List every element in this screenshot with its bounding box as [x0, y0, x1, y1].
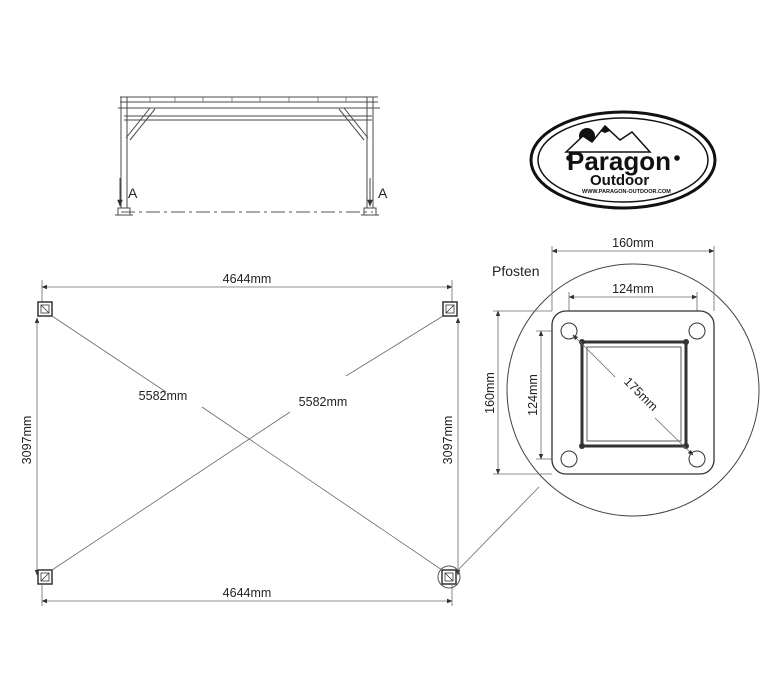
post-top-right	[442, 301, 458, 317]
post-bottom-left	[37, 569, 53, 585]
diagonal-1-seg-a	[51, 315, 167, 393]
bolt-hole	[688, 322, 706, 340]
post-bottom-right	[437, 565, 461, 589]
diagonal-2-seg-a	[345, 315, 444, 377]
mountain-icon	[564, 124, 652, 153]
post-top-left	[37, 301, 53, 317]
dim-hole-spacing-h: 124mm	[612, 282, 654, 296]
dim-diagonal-2: 5582mm	[299, 395, 348, 409]
dim-width-top: 4644mm	[223, 272, 272, 286]
post-detail: Pfosten 160mm 124mm 160mm 124mm	[483, 236, 760, 517]
detail-title: Pfosten	[492, 263, 539, 279]
diagonal-2-seg-b	[51, 411, 291, 571]
logo-url: WWW.PARAGON-OUTDOOR.COM	[582, 189, 671, 195]
plan-view: 4644mm 4644mm 3097mm 3097mm	[20, 272, 540, 606]
section-label-left: A	[128, 185, 138, 201]
dim-diagonal-1: 5582mm	[139, 389, 188, 403]
rafter-ticks	[149, 97, 347, 102]
elevation-view: A A	[115, 96, 388, 216]
bolt-hole	[560, 450, 578, 468]
dim-plate-height: 160mm	[483, 372, 497, 414]
dim-plate-width: 160mm	[612, 236, 654, 250]
dim-width-bottom: 4644mm	[223, 586, 272, 600]
post-tube	[580, 340, 688, 448]
detail-leader	[457, 486, 540, 571]
dim-depth-left: 3097mm	[20, 416, 34, 465]
logo-sub: Outdoor	[590, 172, 649, 189]
paragon-logo: Paragon Outdoor WWW.PARAGON-OUTDOOR.COM	[529, 110, 717, 210]
dim-depth-right: 3097mm	[441, 416, 455, 465]
dim-hole-spacing-v: 124mm	[526, 374, 540, 416]
section-label-right: A	[378, 185, 388, 201]
logo-brand: Paragon	[567, 146, 671, 176]
diagonal-1-seg-b	[201, 406, 443, 571]
